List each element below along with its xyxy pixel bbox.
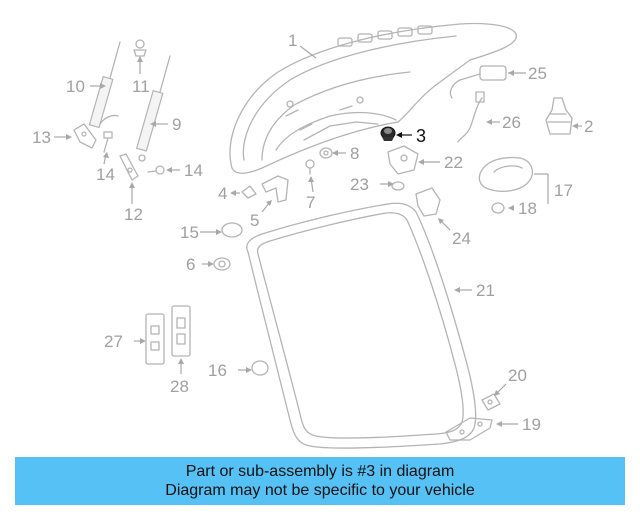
part-28-panel bbox=[171, 305, 191, 357]
callout-15: 15 bbox=[180, 223, 199, 242]
callout-16: 16 bbox=[208, 361, 227, 380]
part-1-liftgate-panel bbox=[229, 22, 517, 174]
callout-22: 22 bbox=[444, 153, 463, 172]
callout-1: 1 bbox=[288, 31, 297, 50]
callout-21: 21 bbox=[476, 281, 495, 300]
callout-27: 27 bbox=[104, 332, 123, 351]
part-16-bumper bbox=[251, 360, 269, 376]
leader-lines bbox=[54, 45, 582, 425]
part-13-bracket bbox=[73, 123, 97, 149]
part-8-grommet bbox=[319, 147, 333, 159]
part-11-ball-stud bbox=[133, 39, 147, 57]
callout-28: 28 bbox=[170, 377, 189, 396]
callout-11: 11 bbox=[132, 77, 150, 96]
callout-13: 13 bbox=[32, 128, 51, 147]
callout-5: 5 bbox=[250, 211, 259, 230]
callout-25: 25 bbox=[528, 64, 547, 83]
part-9-strut bbox=[135, 55, 171, 162]
part-21-weatherstrip bbox=[246, 202, 477, 449]
callout-17: 17 bbox=[554, 181, 573, 200]
part-2-boot bbox=[545, 97, 573, 135]
part-26-wire bbox=[457, 91, 485, 143]
part-12-hinge-link bbox=[119, 153, 139, 181]
arrowheads bbox=[66, 56, 578, 427]
part-3-clip-highlighted[interactable] bbox=[380, 126, 396, 141]
callout-12: 12 bbox=[124, 205, 143, 224]
callout-4: 4 bbox=[218, 184, 227, 203]
callout-8: 8 bbox=[350, 144, 359, 163]
part-25-switch bbox=[449, 65, 507, 99]
caption-banner: Part or sub-assembly is #3 in diagram Di… bbox=[15, 457, 625, 505]
part-20-nut bbox=[481, 393, 501, 411]
part-7-bolt bbox=[305, 159, 315, 175]
part-4-clip bbox=[241, 185, 257, 199]
part-17-handle bbox=[478, 156, 534, 192]
callout-3[interactable]: 3 bbox=[416, 126, 426, 146]
part-14-bolt-left bbox=[103, 131, 113, 153]
part-6-bumper bbox=[213, 257, 231, 271]
callout-18: 18 bbox=[518, 199, 537, 218]
callout-10: 10 bbox=[66, 77, 85, 96]
callout-26: 26 bbox=[502, 113, 521, 132]
callout-14-right: 14 bbox=[184, 161, 203, 180]
caption-line-2: Diagram may not be specific to your vehi… bbox=[165, 482, 475, 499]
callout-23: 23 bbox=[350, 175, 369, 194]
part-14-bolt-right bbox=[147, 165, 165, 175]
caption-line-1: Part or sub-assembly is #3 in diagram bbox=[185, 463, 455, 480]
callout-19: 19 bbox=[522, 415, 541, 434]
callout-9: 9 bbox=[172, 115, 181, 134]
callout-14-left: 14 bbox=[96, 165, 115, 184]
part-19-striker bbox=[445, 417, 493, 441]
part-23-clip bbox=[391, 181, 405, 191]
callout-7: 7 bbox=[306, 193, 315, 212]
part-5-hinge bbox=[261, 175, 289, 203]
part-27-panel bbox=[145, 313, 165, 365]
callout-labels: 1 10 11 9 13 14 14 12 4 5 7 8 15 6 3 22 … bbox=[32, 31, 593, 434]
part-15-cap bbox=[221, 222, 243, 238]
callout-24: 24 bbox=[452, 229, 471, 248]
part-22-latch bbox=[387, 145, 419, 175]
part-10-strut bbox=[88, 41, 121, 129]
part-24-bracket bbox=[415, 187, 441, 217]
callout-2: 2 bbox=[584, 117, 593, 136]
callout-20: 20 bbox=[508, 366, 527, 385]
part-18-clip bbox=[491, 202, 505, 214]
callout-6: 6 bbox=[186, 255, 195, 274]
